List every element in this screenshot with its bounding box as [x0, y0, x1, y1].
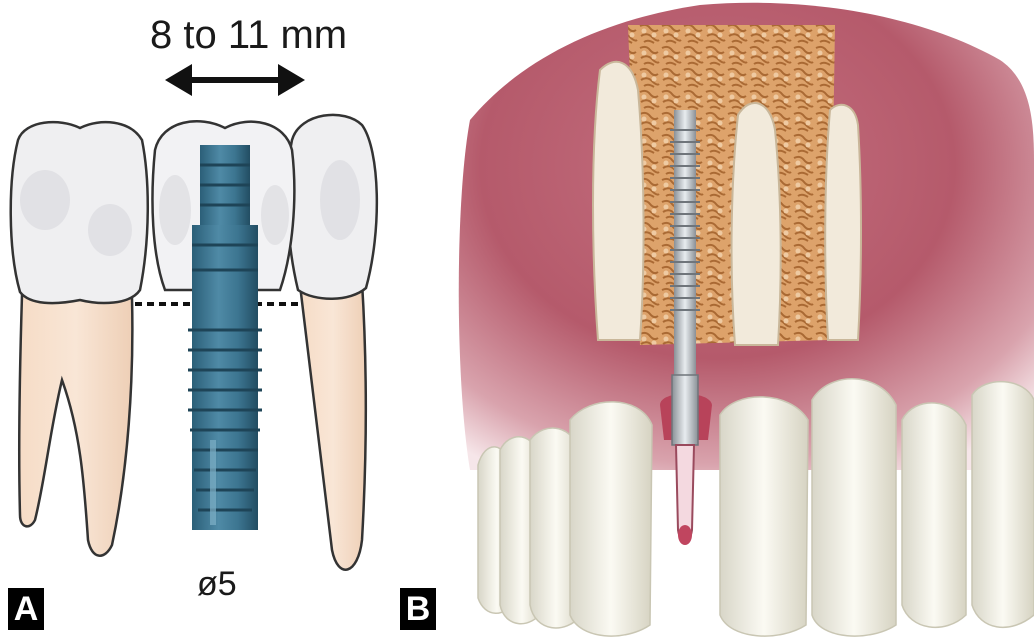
panel-b-badge: B	[400, 588, 436, 630]
root-far-right	[825, 105, 861, 340]
width-dimension-arrow	[165, 64, 305, 96]
diameter-label: ø5	[197, 565, 237, 603]
panel-b	[459, 3, 1034, 636]
root-right	[732, 103, 781, 345]
left-molar-roots	[19, 295, 132, 556]
panel-a: 8 to 11 mm ø5	[11, 13, 377, 603]
root-left	[593, 62, 644, 340]
dimension-label: 8 to 11 mm	[150, 13, 347, 57]
right-tooth-root	[300, 282, 366, 570]
panel-a-badge: A	[8, 588, 44, 630]
